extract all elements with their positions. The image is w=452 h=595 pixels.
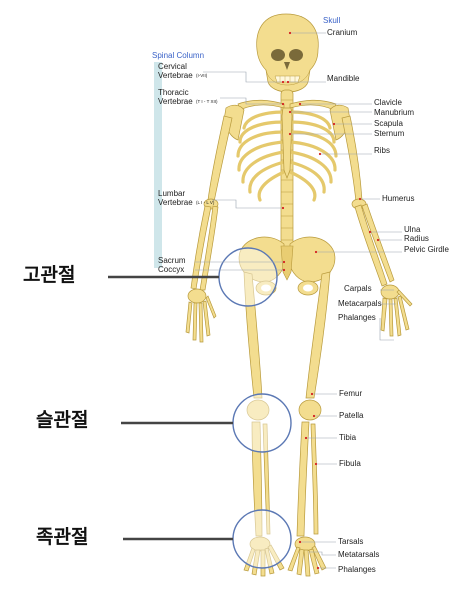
hip-joint-label: 고관절	[23, 264, 76, 286]
ribs-label: Ribs	[374, 146, 391, 155]
right-arm	[341, 115, 413, 337]
label-markers	[281, 31, 380, 570]
lumbar-label: Lumbar	[158, 189, 186, 198]
pelvic-girdle-label: Pelvic Girdle	[404, 245, 449, 254]
manubrium-label: Manubrium	[374, 108, 415, 117]
patella-label: Patella	[339, 411, 364, 420]
fibula-label: Fibula	[339, 459, 361, 468]
right-leg	[287, 271, 331, 577]
sternum-label: Sternum	[374, 129, 405, 138]
joint-circles	[218, 247, 292, 569]
spinal-column-label: Spinal Column	[152, 51, 205, 60]
tibia-label: Tibia	[339, 433, 357, 442]
lumbar-range-label: (L I - L V)	[196, 200, 215, 205]
skull	[256, 13, 319, 93]
thoracic-label: Thoracic	[158, 88, 189, 97]
hip-joint-circle	[218, 247, 278, 307]
lumbar-vertebrae-label: Vertebrae	[158, 198, 193, 207]
cervical-label: Cervical	[158, 62, 187, 71]
ankle-joint-circle	[232, 509, 292, 569]
radius-label: Radius	[404, 234, 429, 243]
mandible-label: Mandible	[327, 74, 360, 83]
femur-label: Femur	[339, 389, 363, 398]
joint-pointers	[108, 275, 233, 541]
thoracic-vertebrae-label: Vertebrae	[158, 97, 193, 106]
left-arm	[185, 115, 233, 343]
ribcage	[236, 107, 338, 202]
thoracic-range-label: (T I - T XII)	[196, 99, 218, 104]
knee-joint-label: 슬관절	[36, 409, 89, 431]
clavicle-label: Clavicle	[374, 98, 403, 107]
metacarpals-label: Metacarpals	[338, 299, 382, 308]
tarsals-label: Tarsals	[338, 537, 364, 546]
skull-group-label: Skull	[323, 16, 341, 25]
leader-lines	[195, 32, 402, 569]
ulna-label: Ulna	[404, 225, 421, 234]
knee-joint-circle	[232, 393, 292, 453]
cranium-label: Cranium	[327, 28, 358, 37]
ankle-joint-label: 족관절	[36, 526, 89, 548]
humerus-label: Humerus	[382, 194, 415, 203]
coccyx-label: Coccyx	[158, 265, 185, 274]
cervical-range-label: (I-VII)	[196, 73, 208, 78]
cervical-vertebrae-label: Vertebrae	[158, 71, 193, 80]
phalanges-foot-label: Phalanges	[338, 565, 376, 574]
metatarsals-label: Metatarsals	[338, 550, 380, 559]
phalanges-hand-label: Phalanges	[338, 313, 376, 322]
carpals-label: Carpals	[344, 284, 372, 293]
sacrum-label: Sacrum	[158, 256, 186, 265]
scapula-label: Scapula	[374, 119, 403, 128]
